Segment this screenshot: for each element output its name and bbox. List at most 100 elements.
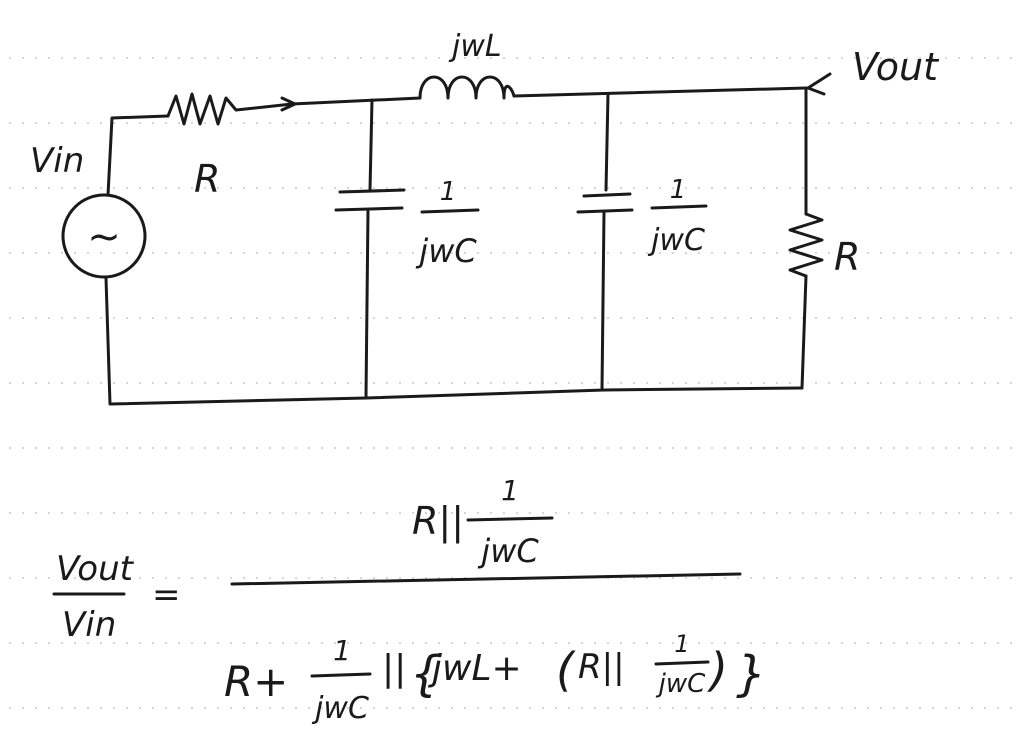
grid-dot xyxy=(737,317,739,319)
grid-dot xyxy=(256,57,258,59)
grid-dot xyxy=(672,577,674,579)
grid-dot xyxy=(230,577,232,579)
den-inner-frac-den: jwC xyxy=(656,669,706,699)
grid-dot xyxy=(412,707,414,709)
grid-dot xyxy=(61,382,63,384)
grid-dot xyxy=(685,642,687,644)
grid-dot xyxy=(503,187,505,189)
grid-dot xyxy=(607,642,609,644)
grid-dot xyxy=(256,512,258,514)
grid-dot xyxy=(945,707,947,709)
grid-dot xyxy=(1010,317,1012,319)
grid-dot xyxy=(516,382,518,384)
grid-dot xyxy=(152,707,154,709)
grid-dot xyxy=(828,642,830,644)
grid-dot xyxy=(711,57,713,59)
grid-dot xyxy=(178,707,180,709)
grid-dot xyxy=(334,447,336,449)
inductor-label: jwL xyxy=(448,29,502,64)
grid-dot xyxy=(854,252,856,254)
grid-dot xyxy=(841,642,843,644)
grid-dot xyxy=(22,577,24,579)
grid-dot xyxy=(997,252,999,254)
den-inner-frac-num: 1 xyxy=(674,630,689,658)
grid-dot xyxy=(74,577,76,579)
grid-dot xyxy=(269,382,271,384)
grid-dot xyxy=(152,122,154,124)
grid-dot xyxy=(217,187,219,189)
grid-dot xyxy=(932,317,934,319)
grid-dot xyxy=(659,252,661,254)
grid-dot xyxy=(906,642,908,644)
den-inner-frac-bar xyxy=(654,660,710,666)
grid-dot xyxy=(217,317,219,319)
grid-dot xyxy=(230,317,232,319)
grid-dot xyxy=(724,187,726,189)
grid-dot xyxy=(789,382,791,384)
grid-dot xyxy=(776,57,778,59)
grid-dot xyxy=(48,447,50,449)
grid-dot xyxy=(841,187,843,189)
grid-dot xyxy=(711,187,713,189)
grid-dot xyxy=(477,382,479,384)
grid-dot xyxy=(867,707,869,709)
grid-dot xyxy=(438,382,440,384)
grid-dot xyxy=(477,122,479,124)
grid-dot xyxy=(828,577,830,579)
grid-dot xyxy=(74,57,76,59)
grid-dot xyxy=(139,642,141,644)
grid-dot xyxy=(971,317,973,319)
grid-dot xyxy=(828,317,830,319)
lhs-denominator: Vin xyxy=(62,605,116,645)
grid-dot xyxy=(945,252,947,254)
grid-dot xyxy=(217,707,219,709)
grid-dot xyxy=(984,122,986,124)
grid-dot xyxy=(945,447,947,449)
grid-dot xyxy=(230,252,232,254)
grid-dot xyxy=(841,707,843,709)
grid-dot xyxy=(282,512,284,514)
grid-dot xyxy=(230,512,232,514)
grid-dot xyxy=(724,122,726,124)
grid-dot xyxy=(308,447,310,449)
grid-dot xyxy=(360,382,362,384)
grid-dot xyxy=(230,57,232,59)
grid-dot xyxy=(139,447,141,449)
grid-dot xyxy=(542,122,544,124)
grid-dot xyxy=(230,122,232,124)
grid-dot xyxy=(607,252,609,254)
grid-dot xyxy=(672,642,674,644)
grid-dot xyxy=(568,642,570,644)
grid-dot xyxy=(386,317,388,319)
grid-dot xyxy=(984,642,986,644)
grid-dot xyxy=(802,57,804,59)
grid-dot xyxy=(789,317,791,319)
grid-dot xyxy=(750,512,752,514)
grid-dot xyxy=(711,382,713,384)
grid-dot xyxy=(1010,577,1012,579)
grid-dot xyxy=(594,57,596,59)
grid-dot xyxy=(347,57,349,59)
grid-dot xyxy=(165,187,167,189)
grid-dot xyxy=(659,642,661,644)
grid-dot xyxy=(334,317,336,319)
grid-dot xyxy=(35,252,37,254)
notebook-dot-grid xyxy=(9,57,1012,709)
grid-dot xyxy=(243,57,245,59)
grid-dot xyxy=(724,57,726,59)
grid-dot xyxy=(1010,447,1012,449)
wire-left-top xyxy=(106,114,170,197)
grid-dot xyxy=(464,252,466,254)
grid-dot xyxy=(919,57,921,59)
grid-dot xyxy=(828,187,830,189)
grid-dot xyxy=(178,187,180,189)
cap2-wire-bottom xyxy=(600,210,606,392)
grid-dot xyxy=(750,577,752,579)
grid-dot xyxy=(698,707,700,709)
grid-dot xyxy=(1010,122,1012,124)
grid-dot xyxy=(412,317,414,319)
grid-dot xyxy=(633,642,635,644)
grid-dot xyxy=(347,447,349,449)
grid-dot xyxy=(997,642,999,644)
grid-dot xyxy=(555,707,557,709)
